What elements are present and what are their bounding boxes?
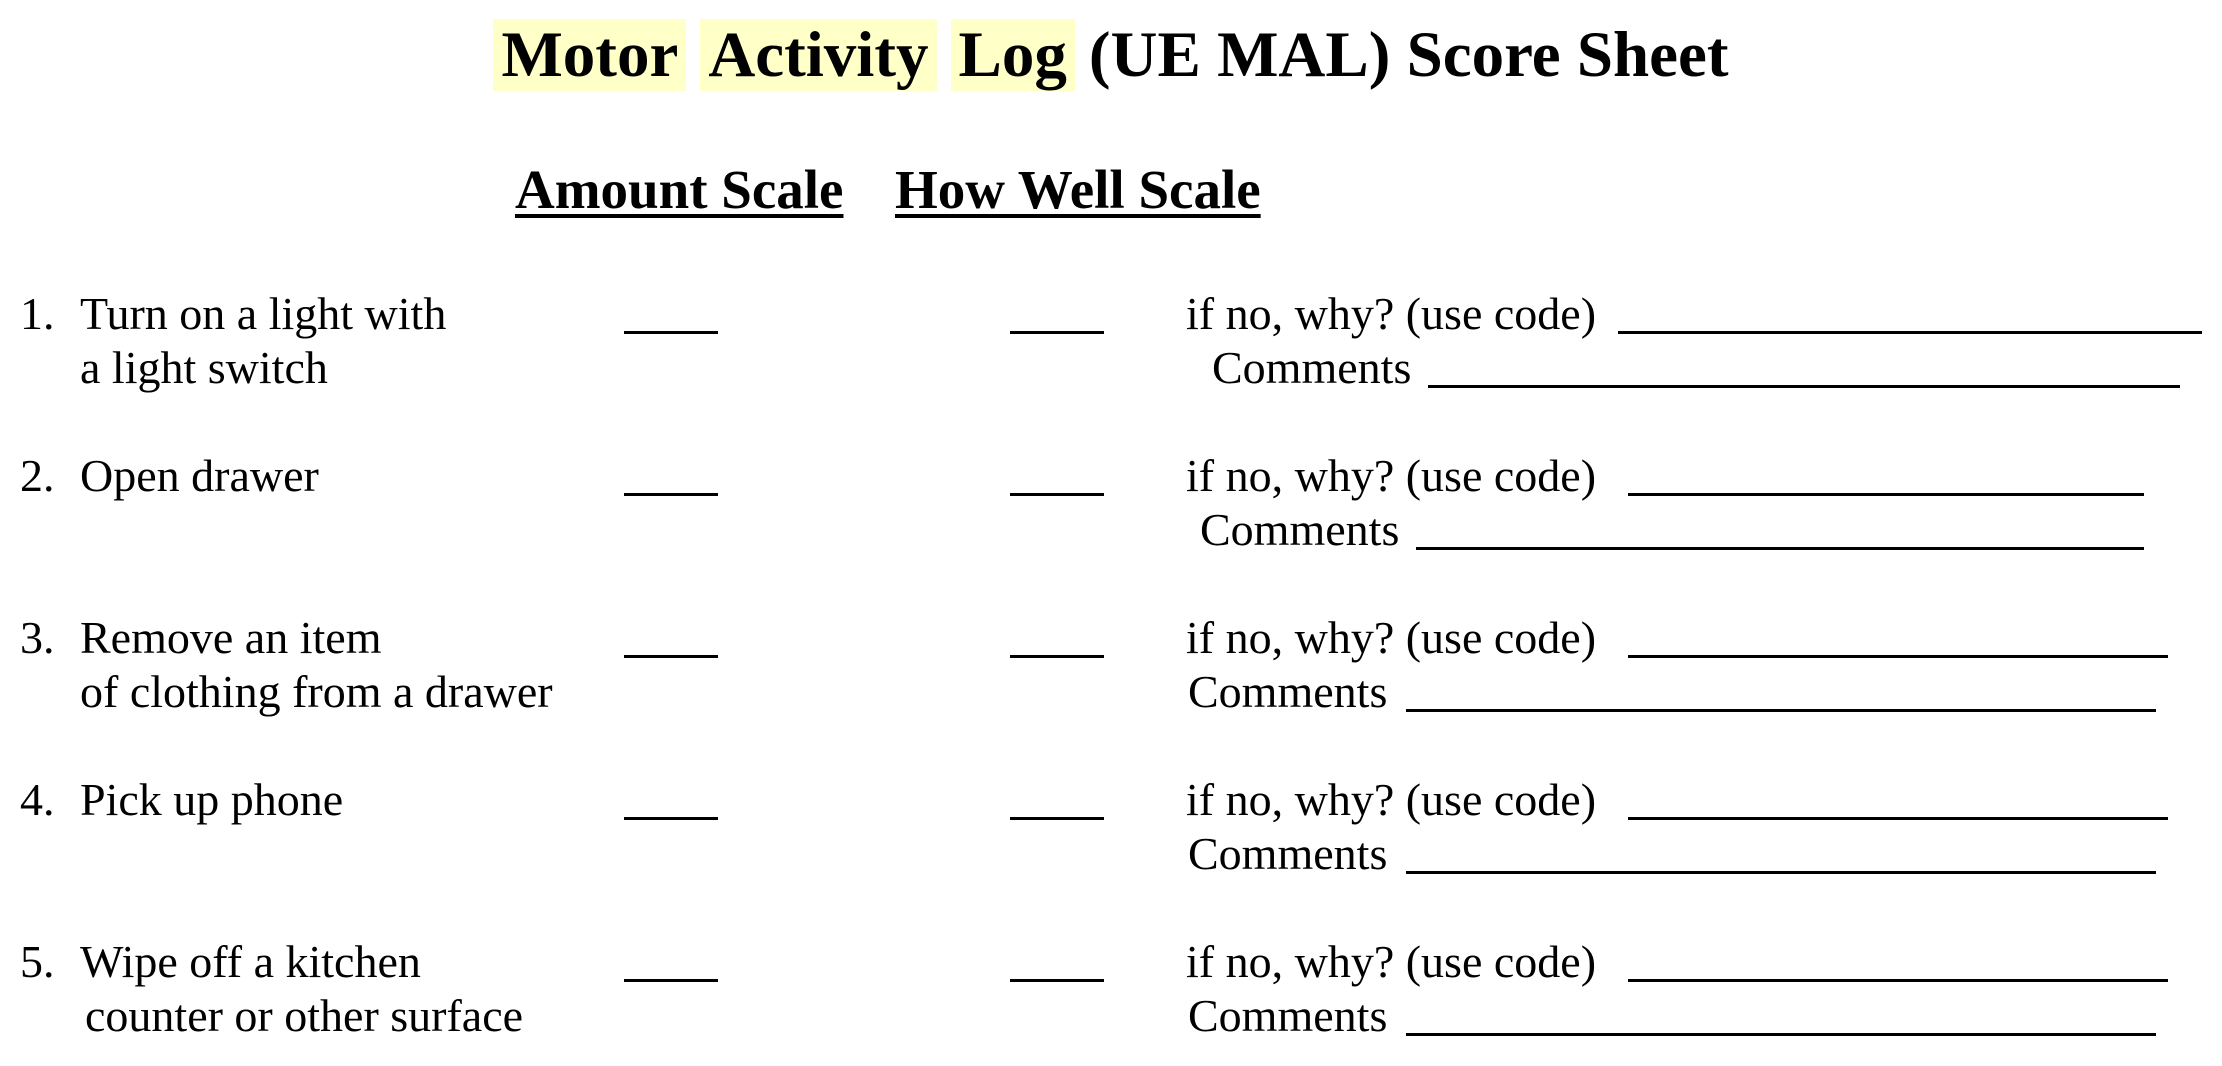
item-number: 2. bbox=[20, 450, 55, 501]
log-item-2: 2. Open drawer if no, why? (use code) Co… bbox=[0, 449, 2222, 569]
why-code-blank[interactable] bbox=[1628, 979, 2168, 982]
item-number: 1. bbox=[20, 288, 55, 339]
log-item-5: 5. Wipe off a kitchen counter or other s… bbox=[0, 935, 2222, 1055]
comments-blank[interactable] bbox=[1416, 547, 2144, 550]
activity-text-line2: a light switch bbox=[80, 342, 328, 393]
item-number: 3. bbox=[20, 612, 55, 663]
activity-text-line1: Pick up phone bbox=[80, 774, 344, 825]
why-code-label: if no, why? (use code) bbox=[1186, 612, 1597, 663]
amount-score-blank[interactable] bbox=[624, 655, 718, 658]
comments-label: Comments bbox=[1212, 342, 1412, 393]
comments-blank[interactable] bbox=[1406, 1033, 2156, 1036]
how-well-score-blank[interactable] bbox=[1010, 655, 1104, 658]
activity-text-line1: Remove an item bbox=[80, 612, 382, 663]
how-well-score-blank[interactable] bbox=[1010, 979, 1104, 982]
how-well-score-blank[interactable] bbox=[1010, 817, 1104, 820]
title-rest: (UE MAL) Score Sheet bbox=[1088, 19, 1729, 91]
title-highlight-activity: Activity bbox=[700, 19, 937, 91]
why-code-blank[interactable] bbox=[1628, 655, 2168, 658]
how-well-score-blank[interactable] bbox=[1010, 493, 1104, 496]
amount-scale-heading: Amount Scale bbox=[515, 159, 844, 220]
amount-score-blank[interactable] bbox=[624, 493, 718, 496]
amount-score-blank[interactable] bbox=[624, 331, 718, 334]
activity-text-line2: of clothing from a drawer bbox=[80, 666, 553, 717]
comments-label: Comments bbox=[1200, 504, 1400, 555]
comments-blank[interactable] bbox=[1406, 871, 2156, 874]
activity-text-line2: counter or other surface bbox=[85, 990, 524, 1041]
comments-blank[interactable] bbox=[1406, 709, 2156, 712]
why-code-blank[interactable] bbox=[1628, 493, 2144, 496]
how-well-score-blank[interactable] bbox=[1010, 331, 1104, 334]
item-number: 5. bbox=[20, 936, 55, 987]
log-item-3: 3. Remove an item of clothing from a dra… bbox=[0, 611, 2222, 731]
log-item-1: 1. Turn on a light with a light switch i… bbox=[0, 287, 2222, 407]
why-code-label: if no, why? (use code) bbox=[1186, 936, 1597, 987]
title-highlight-motor: Motor bbox=[493, 19, 687, 91]
why-code-label: if no, why? (use code) bbox=[1186, 774, 1597, 825]
activity-text-line1: Wipe off a kitchen bbox=[80, 936, 421, 987]
comments-label: Comments bbox=[1188, 990, 1388, 1041]
why-code-label: if no, why? (use code) bbox=[1186, 288, 1597, 339]
comments-blank[interactable] bbox=[1428, 385, 2180, 388]
activity-text-line1: Turn on a light with bbox=[80, 288, 447, 339]
item-number: 4. bbox=[20, 774, 55, 825]
title-highlight-log: Log bbox=[950, 19, 1075, 91]
why-code-blank[interactable] bbox=[1618, 331, 2202, 334]
how-well-scale-heading: How Well Scale bbox=[895, 159, 1261, 220]
why-code-label: if no, why? (use code) bbox=[1186, 450, 1597, 501]
log-item-4: 4. Pick up phone if no, why? (use code) … bbox=[0, 773, 2222, 893]
amount-score-blank[interactable] bbox=[624, 979, 718, 982]
amount-score-blank[interactable] bbox=[624, 817, 718, 820]
comments-label: Comments bbox=[1188, 666, 1388, 717]
activity-text-line1: Open drawer bbox=[80, 450, 319, 501]
comments-label: Comments bbox=[1188, 828, 1388, 879]
why-code-blank[interactable] bbox=[1628, 817, 2168, 820]
